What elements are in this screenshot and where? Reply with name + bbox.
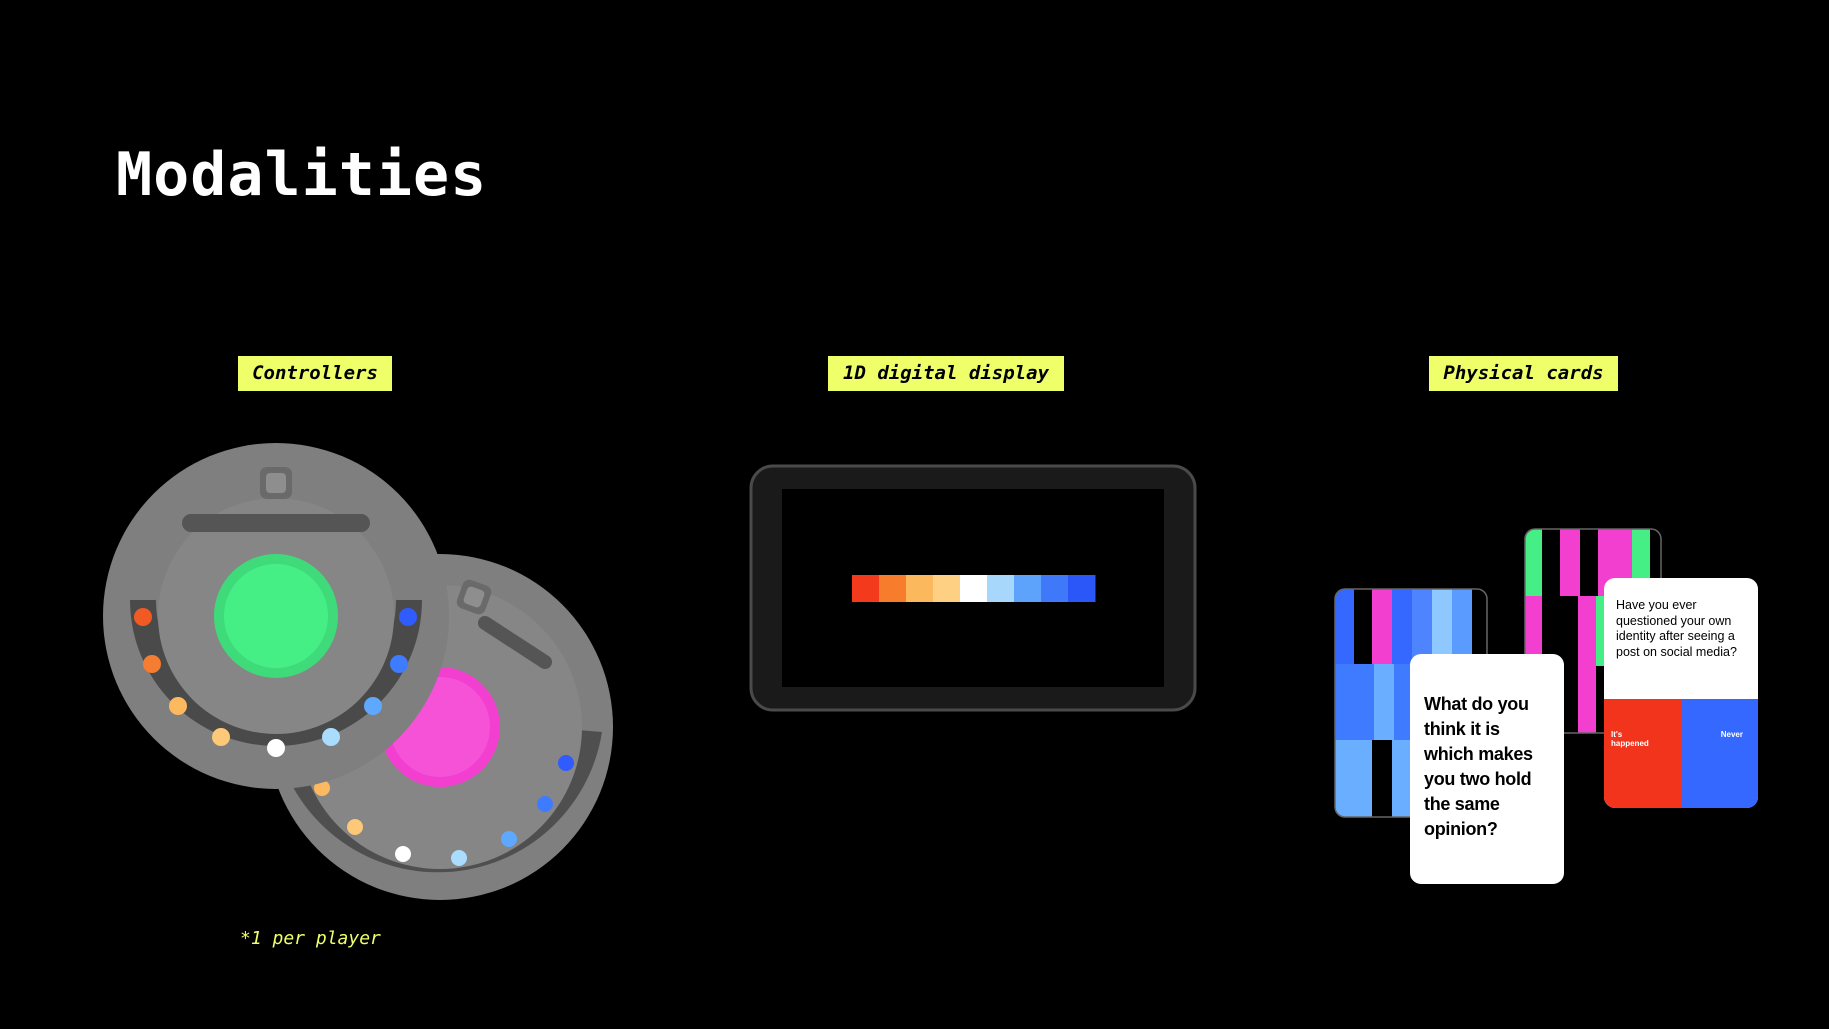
answer-left-text: It's happened <box>1611 730 1649 748</box>
display-segment <box>987 575 1015 602</box>
display-label: 1D digital display <box>828 356 1064 391</box>
display-led-strip <box>852 575 1096 602</box>
display-segment <box>906 575 934 602</box>
controllers-illustration <box>103 443 613 900</box>
answer-left: It's happened <box>1604 699 1681 808</box>
answer-right-text: Never <box>1720 730 1743 739</box>
question-card-large: What do you think it is which makes you … <box>1410 654 1564 884</box>
display-segment <box>1068 575 1096 602</box>
display-segment <box>852 575 880 602</box>
display-segment <box>1041 575 1069 602</box>
display-segment <box>1014 575 1042 602</box>
question-small-text: Have you ever questioned your own identi… <box>1616 598 1737 659</box>
display-segment <box>879 575 907 602</box>
question-large-text: What do you think it is which makes you … <box>1424 694 1533 839</box>
question-card-small: Have you ever questioned your own identi… <box>1604 578 1758 808</box>
cards-label: Physical cards <box>1429 356 1618 391</box>
controllers-label: Controllers <box>238 356 392 391</box>
digital-display <box>749 464 1197 712</box>
display-segment <box>960 575 988 602</box>
display-segment <box>933 575 961 602</box>
cards-illustration: What do you think it is which makes you … <box>1334 528 1760 888</box>
answer-right: Never <box>1681 699 1758 808</box>
front-controller <box>103 443 449 789</box>
controllers-note: *1 per player <box>240 928 381 949</box>
page-title: Modalities <box>116 140 488 210</box>
